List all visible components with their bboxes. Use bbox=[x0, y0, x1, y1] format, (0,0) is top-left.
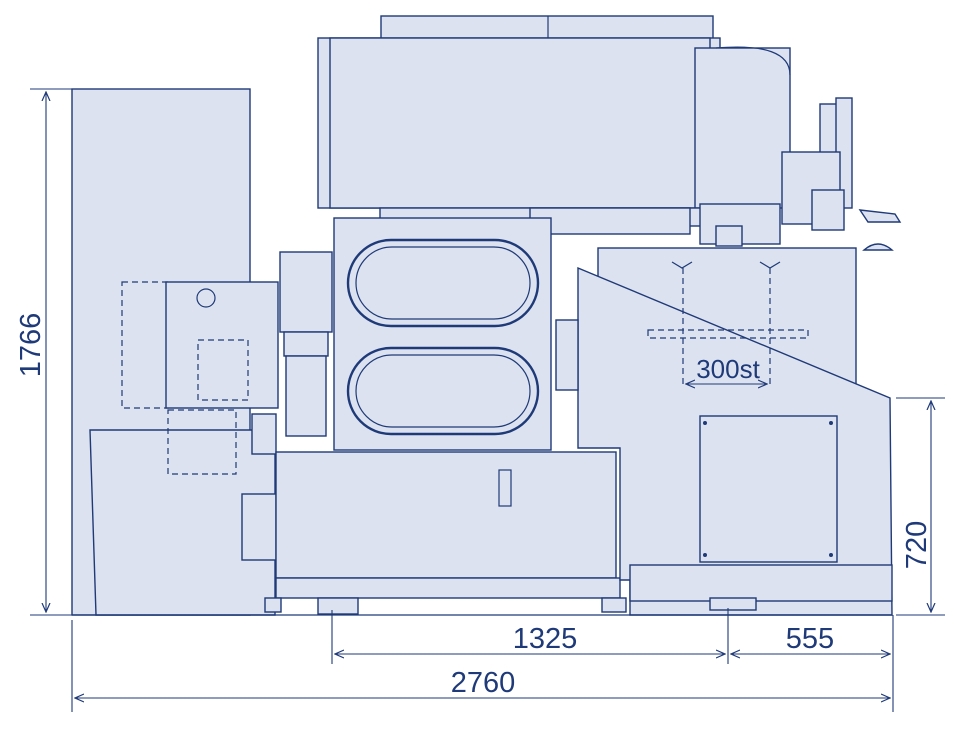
dim-label-total-width: 2760 bbox=[451, 667, 516, 699]
tank-unit bbox=[333, 217, 552, 451]
main-base bbox=[264, 451, 627, 615]
dim-label-base-height: 720 bbox=[901, 521, 933, 569]
dim-total-width: 2760 bbox=[71, 620, 890, 712]
dim-total-height: 1766 bbox=[15, 88, 72, 616]
top-housing bbox=[317, 15, 791, 235]
motor-pump bbox=[165, 251, 333, 561]
right-body bbox=[555, 247, 893, 616]
dim-label-stroke: 300st bbox=[696, 354, 760, 384]
dim-base-height: 720 bbox=[896, 397, 945, 616]
dim-horizontal-spans: 1325 555 bbox=[331, 608, 894, 712]
dim-stroke: 300st bbox=[686, 354, 767, 384]
dim-label-right-span: 555 bbox=[786, 623, 834, 655]
dim-label-total-height: 1766 bbox=[15, 313, 47, 378]
control-panel bbox=[699, 97, 902, 251]
dim-label-center-span: 1325 bbox=[513, 623, 578, 655]
